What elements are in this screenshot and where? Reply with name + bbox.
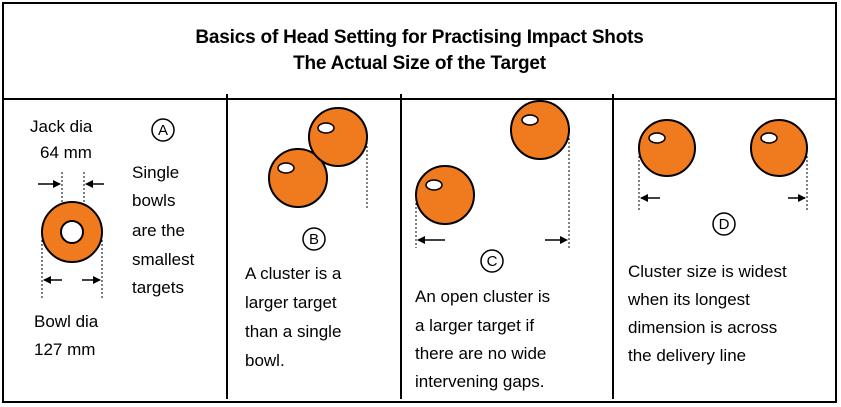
panel-b-letter-circle xyxy=(302,227,326,251)
panel-b-caption-line-3: than a single xyxy=(245,322,342,341)
panel-a-note-line-1: Single xyxy=(132,163,180,182)
panel-a-note-line-4: smallest xyxy=(132,250,195,269)
panel-c-letter: C xyxy=(486,253,498,270)
open-cluster-bowl-right xyxy=(510,100,570,160)
panel-b-letter: B xyxy=(308,231,319,248)
panel-c-caption-line-4: intervening gaps. xyxy=(415,372,545,391)
wide-cluster-bowl-left xyxy=(638,119,696,177)
divider-c-d xyxy=(612,94,614,399)
panel-b-caption-line-2: larger target xyxy=(245,293,337,312)
panel-c-caption-line-3: there are no wide xyxy=(415,344,547,363)
jack xyxy=(60,220,84,244)
panel-d-caption-line-2: when its longest xyxy=(628,290,750,309)
panel-a-note-line-3: are the xyxy=(132,221,185,240)
jack-diameter-value: 64 mm xyxy=(40,143,92,162)
panel-c-graphics xyxy=(415,100,570,273)
jack-diameter-label: Jack dia xyxy=(30,117,93,136)
panel-d-letter-circle xyxy=(712,212,736,236)
panel-d-graphics xyxy=(638,119,808,236)
bowl-diameter-value: 127 mm xyxy=(34,340,96,359)
panel-a-note-line-2: bowls xyxy=(132,191,176,210)
panel-b-caption-line-1: A cluster is a xyxy=(245,264,342,283)
panel-b-graphics xyxy=(268,107,368,251)
panel-a-graphics xyxy=(38,118,175,298)
panel-d-caption-line-3: dimension is across xyxy=(628,318,778,337)
divider-a-b xyxy=(226,94,228,399)
panel-c-letter-circle xyxy=(480,249,504,273)
bowl-diameter-label: Bowl dia xyxy=(34,312,99,331)
panel-c-caption-line-2: a larger target if xyxy=(415,316,535,335)
panel-d-letter: D xyxy=(718,216,730,233)
wide-cluster-bowl-right xyxy=(750,119,808,177)
panel-b-caption-line-4: bowl. xyxy=(245,351,285,370)
panel-d-caption-line-1: Cluster size is widest xyxy=(628,262,787,281)
panel-d-caption-line-4: the delivery line xyxy=(628,346,747,365)
panel-c-caption-line-1: An open cluster is xyxy=(415,287,551,306)
diagram-title: Basics of Head Setting for Practising Im… xyxy=(195,27,644,48)
diagram-frame: Basics of Head Setting for Practising Im… xyxy=(2,2,837,403)
panel-a-note-line-5: targets xyxy=(132,278,184,297)
panel-a-letter: A xyxy=(157,122,168,139)
open-cluster-bowl-left xyxy=(415,165,475,225)
panel-a-letter-circle xyxy=(151,118,175,142)
diagram-subtitle: The Actual Size of the Target xyxy=(293,53,546,74)
diagram-header: Basics of Head Setting for Practising Im… xyxy=(4,4,835,100)
cluster-bowl-back xyxy=(308,107,368,167)
divider-b-c xyxy=(400,94,402,399)
